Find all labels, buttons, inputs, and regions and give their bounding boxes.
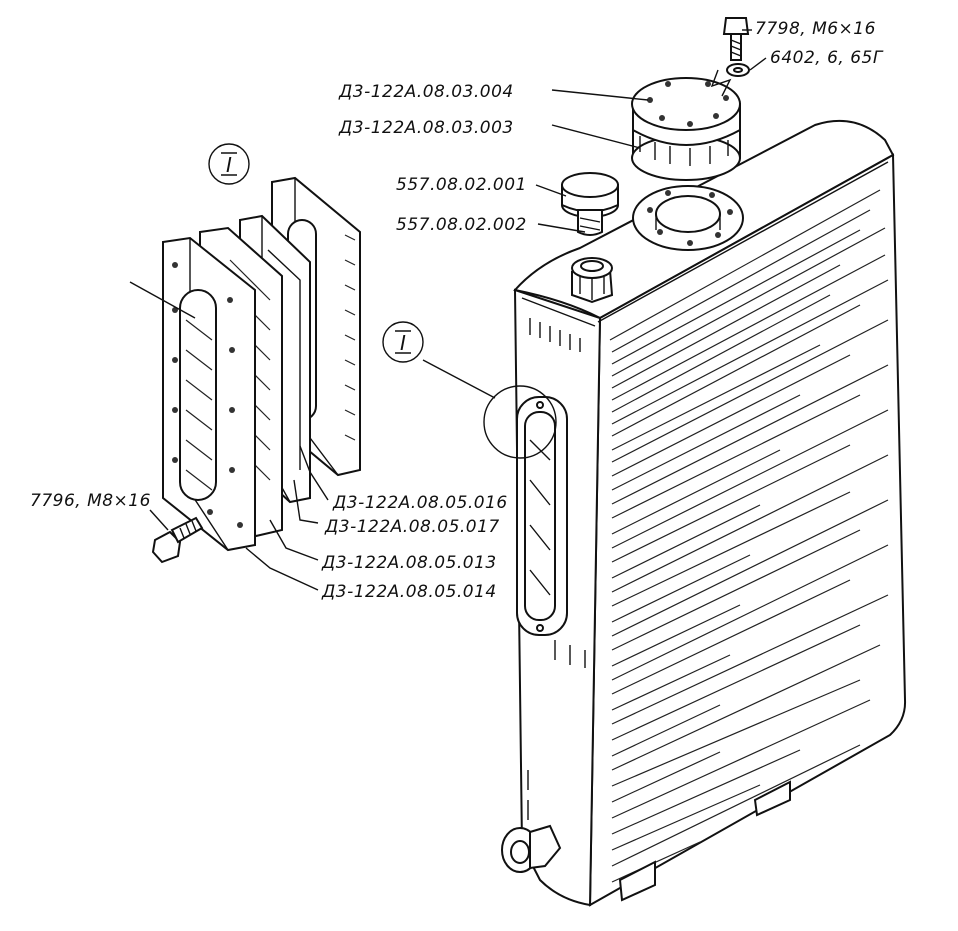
callout-marker-lower: I — [382, 321, 424, 363]
tank-side-face — [588, 153, 907, 907]
tank-foot-right — [753, 780, 791, 817]
tank-side-hatching — [609, 189, 889, 883]
label-window-gasket: Д3-122А.08.05.013 — [321, 553, 497, 573]
label-flange-gasket: Д3-122А.08.03.003 — [338, 118, 514, 138]
filler-cap — [561, 172, 619, 236]
flange-ring — [632, 185, 744, 251]
flange-cover — [631, 77, 741, 181]
tank-foot-left — [618, 860, 656, 902]
label-window-frame-back: Д3-122А.08.05.016 — [332, 493, 508, 513]
label-flange-cover: Д3-122А.08.03.004 — [338, 82, 514, 102]
label-window-frame-front: Д3-122А.08.05.014 — [321, 582, 497, 602]
label-bolt-left: 7796, М8×16 — [30, 491, 151, 511]
left-bolt — [149, 509, 204, 564]
label-window-glass: Д3-122А.08.05.017 — [324, 517, 500, 537]
svg-text:I: I — [400, 331, 406, 355]
rim-ticks — [527, 318, 586, 820]
part-labels: 7798, М6×16 6402, 6, 65Г Д3-122А.08.03.0… — [30, 19, 884, 602]
label-bolt-top: 7798, М6×16 — [755, 19, 876, 39]
filler-neck — [571, 257, 614, 304]
tank-sight-window — [516, 396, 568, 636]
label-washer-top: 6402, 6, 65Г — [770, 48, 884, 68]
callout-circle-tank — [483, 385, 557, 459]
fuel-tank — [422, 119, 907, 907]
window-assembly-exploded — [129, 176, 361, 552]
label-filler-neck: 557.08.02.002 — [396, 215, 527, 235]
callout-marker-upper: I — [208, 143, 250, 185]
drain-plug — [501, 824, 562, 873]
svg-text:I: I — [226, 153, 232, 177]
label-filler-cap: 557.08.02.001 — [396, 175, 527, 195]
leader-lines — [245, 29, 767, 591]
